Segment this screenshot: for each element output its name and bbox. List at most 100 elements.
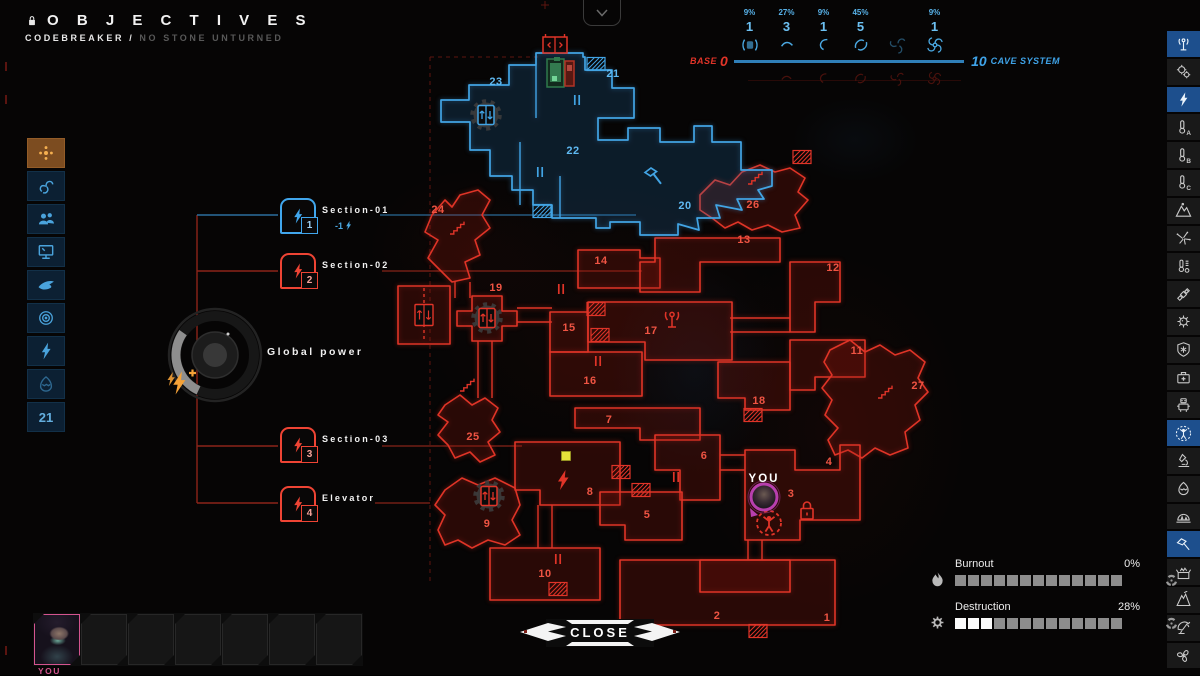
right-tool-gears[interactable] bbox=[1167, 58, 1200, 85]
power-node-label: Section-03 bbox=[322, 434, 390, 444]
room-label-15: 15 bbox=[562, 322, 575, 334]
right-tool-robot[interactable] bbox=[1167, 392, 1200, 419]
right-tool-dome[interactable] bbox=[1167, 503, 1200, 530]
antenna-icon bbox=[1178, 38, 1189, 51]
cave-stat-count: 1 bbox=[745, 19, 754, 34]
cave-stat-6: 9%1 bbox=[916, 8, 953, 60]
power-node-badge: 4 bbox=[301, 505, 318, 522]
status-percent: 0% bbox=[1124, 558, 1140, 570]
crew-slot-6[interactable] bbox=[269, 614, 315, 665]
right-tool-medkit[interactable] bbox=[1167, 364, 1200, 391]
segment bbox=[1046, 575, 1057, 586]
microscope-icon bbox=[1178, 454, 1190, 468]
cave-ghost-sw1 bbox=[768, 70, 805, 92]
room-label-16: 16 bbox=[583, 375, 596, 387]
left-tool-crew[interactable] bbox=[27, 204, 65, 234]
right-tool-virus[interactable] bbox=[1167, 308, 1200, 335]
power-node-badge: 1 bbox=[301, 217, 318, 234]
power-node-label: Section-01 bbox=[322, 205, 390, 215]
room-label-26: 26 bbox=[746, 199, 759, 211]
crew-portrait-you bbox=[35, 615, 79, 664]
right-tool-thermo-a[interactable]: A bbox=[1167, 114, 1200, 141]
collapse-tab[interactable] bbox=[583, 0, 621, 26]
virus-icon bbox=[1176, 315, 1191, 329]
crew-slot-5[interactable] bbox=[222, 614, 268, 665]
segment bbox=[955, 575, 966, 586]
right-tool-rescue[interactable] bbox=[1167, 420, 1200, 446]
segment bbox=[1085, 575, 1096, 586]
right-tool-burst[interactable] bbox=[1167, 225, 1200, 252]
segment bbox=[1098, 618, 1109, 629]
right-tool-volcano[interactable] bbox=[1167, 586, 1200, 613]
segment bbox=[981, 618, 992, 629]
medkit-icon bbox=[1177, 371, 1190, 384]
cave-ghost-row bbox=[748, 70, 961, 92]
base-label: BASE bbox=[690, 56, 718, 66]
dome-icon bbox=[1175, 513, 1192, 523]
left-tool-count[interactable]: 21 bbox=[27, 402, 65, 432]
crew-slot-2[interactable] bbox=[81, 614, 127, 665]
right-tool-hammer[interactable] bbox=[1167, 531, 1200, 558]
drone-icon bbox=[38, 145, 54, 161]
map-hatch-icon bbox=[586, 56, 606, 72]
segment bbox=[1098, 575, 1109, 586]
cave-stat-3: 9%1 bbox=[805, 8, 842, 60]
map-gear-elev-icon bbox=[473, 102, 500, 129]
right-tool-satellite[interactable] bbox=[1167, 281, 1200, 307]
left-tool-swirl[interactable] bbox=[27, 171, 65, 201]
right-tool-mountain[interactable] bbox=[1167, 197, 1200, 224]
map-hatch-icon bbox=[792, 149, 812, 165]
right-tool-fan[interactable] bbox=[1167, 642, 1200, 669]
power-node-badge: 2 bbox=[301, 272, 318, 289]
crew-you-label: YOU bbox=[38, 666, 61, 676]
cave-stat-4: 45%5 bbox=[842, 8, 879, 60]
status-percent: 28% bbox=[1117, 601, 1140, 613]
lock-icon bbox=[28, 15, 36, 26]
right-tool-power[interactable] bbox=[1167, 86, 1200, 113]
rad-icon bbox=[1165, 574, 1178, 587]
right-tool-thermo-gauge[interactable] bbox=[1167, 253, 1200, 280]
crew-slot-1[interactable] bbox=[34, 614, 80, 665]
right-tool-thermo-c[interactable]: C bbox=[1167, 169, 1200, 196]
sw3-icon bbox=[854, 39, 867, 51]
sw4-icon bbox=[889, 70, 906, 87]
room-label-14: 14 bbox=[594, 255, 608, 267]
cave-stat-count: 1 bbox=[930, 19, 939, 34]
left-tool-hand[interactable] bbox=[27, 270, 65, 300]
left-tool-power[interactable] bbox=[27, 336, 65, 366]
crew-slot-7[interactable] bbox=[316, 614, 362, 665]
right-tool-antenna[interactable] bbox=[1167, 31, 1200, 57]
sw2-icon bbox=[819, 73, 827, 84]
crew-slot-3[interactable] bbox=[128, 614, 174, 665]
right-tool-thermo-b[interactable]: B bbox=[1167, 142, 1200, 168]
room-label-22: 22 bbox=[566, 145, 579, 157]
room-label-13: 13 bbox=[737, 234, 750, 246]
rad-icon bbox=[1165, 617, 1178, 630]
cave-stat-pct: 9% bbox=[817, 8, 830, 17]
room-label-8: 8 bbox=[587, 486, 594, 498]
status-segments bbox=[955, 575, 1140, 586]
gears-icon bbox=[1176, 64, 1191, 79]
crew-slot-4[interactable] bbox=[175, 614, 221, 665]
left-tool-target[interactable] bbox=[27, 303, 65, 333]
map-stairs-icon bbox=[459, 377, 475, 392]
left-tool-egg[interactable] bbox=[27, 369, 65, 399]
segment bbox=[1111, 575, 1122, 586]
map-guides bbox=[5, 1, 549, 655]
right-tool-egg[interactable] bbox=[1167, 475, 1200, 502]
close-button[interactable]: CLOSE bbox=[518, 615, 682, 653]
left-tool-monitor[interactable] bbox=[27, 237, 65, 267]
cave-stat-count bbox=[879, 19, 916, 35]
cave-ghost-sw5 bbox=[916, 70, 953, 92]
page-title: O B J E C T I V E S bbox=[47, 12, 313, 29]
objectives-header: O B J E C T I V E S CODEBREAKER / NO STO… bbox=[25, 12, 313, 43]
left-tool-drone[interactable] bbox=[27, 138, 65, 168]
right-tool-microscope[interactable] bbox=[1167, 447, 1200, 474]
map-gear-elev-icon bbox=[474, 305, 501, 332]
right-tool-shield[interactable] bbox=[1167, 336, 1200, 363]
